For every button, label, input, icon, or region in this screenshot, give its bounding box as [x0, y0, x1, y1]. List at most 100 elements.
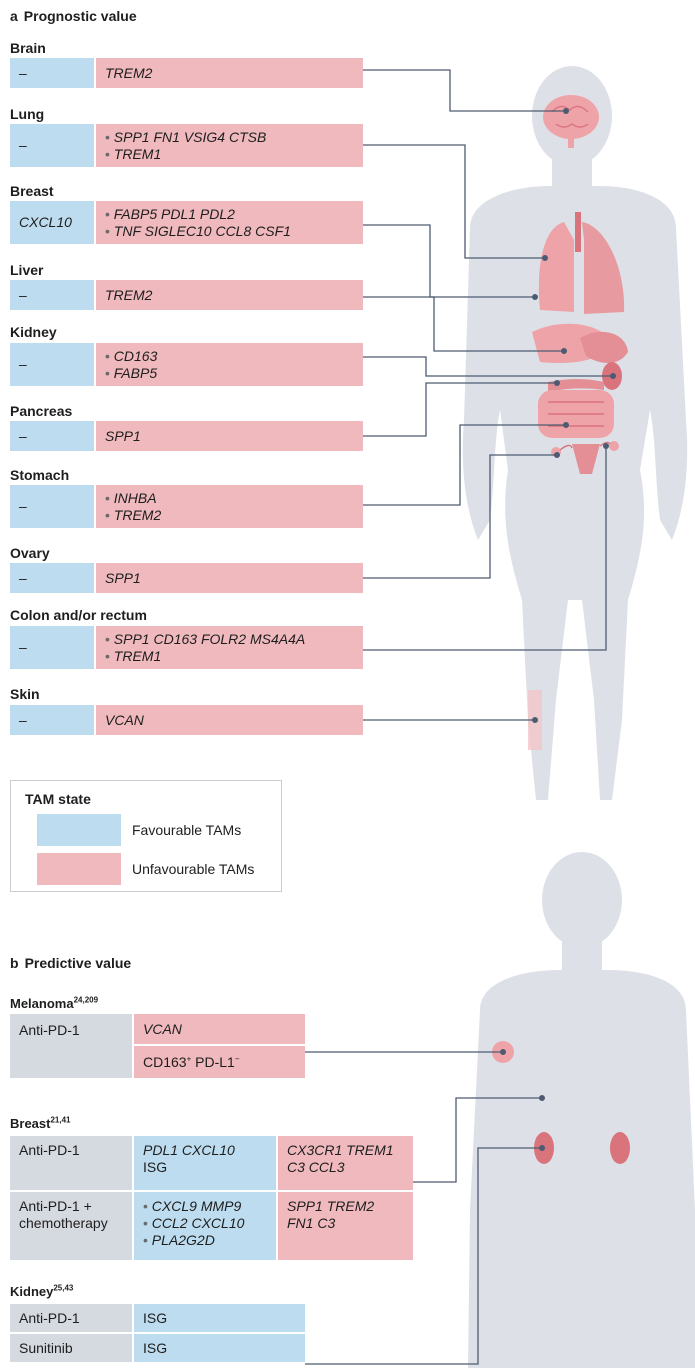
fav-text: –: [19, 137, 85, 154]
fav-text: –: [19, 639, 85, 656]
fav-cell-pancreas: –: [10, 421, 94, 451]
unfav-cell-melanoma-1: VCAN: [134, 1014, 305, 1044]
gene-text: CXCL9 MMP9: [143, 1198, 267, 1215]
unfav-cell-melanoma-2: CD163+ PD-L1−: [134, 1046, 305, 1078]
drug-cell-breast-2: Anti-PD-1 + chemotherapy: [10, 1192, 132, 1260]
organ-label-breast: Breast: [10, 183, 54, 199]
reference-superscript: 24,209: [74, 996, 98, 1005]
gene-text: SPP1 CD163 FOLR2 MS4A4A: [105, 631, 354, 648]
tumour-title: Breast: [10, 1116, 50, 1131]
gene-text: SPP1: [105, 428, 354, 445]
fav-cell-liver: –: [10, 280, 94, 310]
fav-cell-kidney: –: [10, 343, 94, 386]
drug-cell-breast-1: Anti-PD-1: [10, 1136, 132, 1190]
gene-text: SPP1 TREM2: [287, 1198, 404, 1215]
fav-cell-kidney-2: ISG: [134, 1334, 305, 1362]
gene-text: SPP1: [105, 570, 354, 587]
drug-text: Anti-PD-1: [19, 1310, 123, 1327]
unfav-cell-breast-1: CX3CR1 TREM1 C3 CCL3: [278, 1136, 413, 1190]
tumour-label-breast: Breast21,41: [10, 1116, 71, 1131]
fav-cell-breast: CXCL10: [10, 201, 94, 244]
gene-text: TREM1: [105, 146, 354, 163]
fav-cell-lung: –: [10, 124, 94, 167]
fav-text: –: [19, 712, 85, 729]
organ-label-stomach: Stomach: [10, 467, 69, 483]
unfav-cell-breast-2: SPP1 TREM2 FN1 C3: [278, 1192, 413, 1260]
legend-swatch-favourable: [37, 814, 121, 846]
fav-text: –: [19, 428, 85, 445]
fav-cell-skin: –: [10, 705, 94, 735]
unfav-cell-pancreas: SPP1: [96, 421, 363, 451]
gene-text: CX3CR1 TREM1: [287, 1142, 404, 1159]
reference-superscript: 25,43: [53, 1284, 73, 1293]
marker-text: CD163: [143, 1054, 187, 1070]
organ-label-skin: Skin: [10, 686, 40, 702]
drug-cell-kidney-2: Sunitinib: [10, 1334, 132, 1362]
fav-cell-kidney-1: ISG: [134, 1304, 305, 1332]
drug-text: chemotherapy: [19, 1215, 123, 1232]
gene-text: ISG: [143, 1159, 267, 1176]
drug-text: Anti-PD-1 +: [19, 1198, 123, 1215]
legend-label-favourable: Favourable TAMs: [132, 822, 241, 838]
unfav-cell-colon: SPP1 CD163 FOLR2 MS4A4A TREM1: [96, 626, 363, 669]
gene-text: ISG: [143, 1340, 296, 1357]
drug-text: Anti-PD-1: [19, 1142, 123, 1159]
fav-cell-breast-1: PDL1 CXCL10 ISG: [134, 1136, 276, 1190]
unfav-cell-liver: TREM2: [96, 280, 363, 310]
tumour-label-kidney: Kidney25,43: [10, 1284, 73, 1299]
fav-cell-breast-2: CXCL9 MMP9 CCL2 CXCL10 PLA2G2D: [134, 1192, 276, 1260]
organ-label-brain: Brain: [10, 40, 46, 56]
gene-text: VCAN: [143, 1021, 296, 1038]
fav-cell-brain: –: [10, 58, 94, 88]
gene-text: TNF SIGLEC10 CCL8 CSF1: [105, 223, 354, 240]
organ-label-pancreas: Pancreas: [10, 403, 72, 419]
tumour-label-melanoma: Melanoma24,209: [10, 996, 98, 1011]
panel-b-title-text: Predictive value: [25, 955, 132, 971]
marker-text: PD-L1: [191, 1054, 235, 1070]
legend-label-unfavourable: Unfavourable TAMs: [132, 861, 254, 877]
gene-text: TREM2: [105, 287, 354, 304]
drug-cell-kidney-1: Anti-PD-1: [10, 1304, 132, 1332]
gene-text: SPP1 FN1 VSIG4 CTSB: [105, 129, 354, 146]
organ-label-colon: Colon and/or rectum: [10, 607, 147, 623]
panel-a-title: a Prognostic value: [10, 8, 137, 24]
fav-text: –: [19, 287, 85, 304]
unfav-cell-stomach: INHBA TREM2: [96, 485, 363, 528]
gene-text: FABP5: [105, 365, 354, 382]
fav-text: –: [19, 65, 85, 82]
drug-text: Anti-PD-1: [19, 1022, 123, 1039]
organ-label-liver: Liver: [10, 262, 43, 278]
panel-a-letter: a: [10, 8, 18, 24]
panel-a-title-text: Prognostic value: [24, 8, 137, 24]
unfav-cell-brain: TREM2: [96, 58, 363, 88]
fav-text: –: [19, 570, 85, 587]
kidney-right-organ: [610, 1132, 630, 1164]
fav-cell-colon: –: [10, 626, 94, 669]
gene-text: PLA2G2D: [143, 1232, 267, 1249]
gene-text: TREM2: [105, 65, 354, 82]
gene-text: C3 CCL3: [287, 1159, 404, 1176]
gene-text: ISG: [143, 1310, 296, 1327]
marker-superscript: −: [235, 1054, 240, 1063]
unfav-cell-ovary: SPP1: [96, 563, 363, 593]
unfav-cell-lung: SPP1 FN1 VSIG4 CTSB TREM1: [96, 124, 363, 167]
gene-text: CCL2 CXCL10: [143, 1215, 267, 1232]
organ-label-kidney: Kidney: [10, 324, 57, 340]
drug-text: Sunitinib: [19, 1340, 123, 1357]
organ-label-lung: Lung: [10, 106, 44, 122]
unfav-cell-kidney: CD163 FABP5: [96, 343, 363, 386]
fav-cell-stomach: –: [10, 485, 94, 528]
fav-text: –: [19, 498, 85, 515]
gene-text: PDL1 CXCL10: [143, 1142, 267, 1159]
organ-label-ovary: Ovary: [10, 545, 50, 561]
unfav-cell-skin: VCAN: [96, 705, 363, 735]
drug-cell-melanoma: Anti-PD-1: [10, 1014, 132, 1078]
unfav-cell-breast: FABP5 PDL1 PDL2 TNF SIGLEC10 CCL8 CSF1: [96, 201, 363, 244]
intestine-organ: [538, 390, 614, 438]
gene-text: FABP5 PDL1 PDL2: [105, 206, 354, 223]
legend-title: TAM state: [25, 791, 91, 807]
legend-swatch-unfavourable: [37, 853, 121, 885]
female-silhouette-b: [468, 852, 695, 1368]
fav-cell-ovary: –: [10, 563, 94, 593]
